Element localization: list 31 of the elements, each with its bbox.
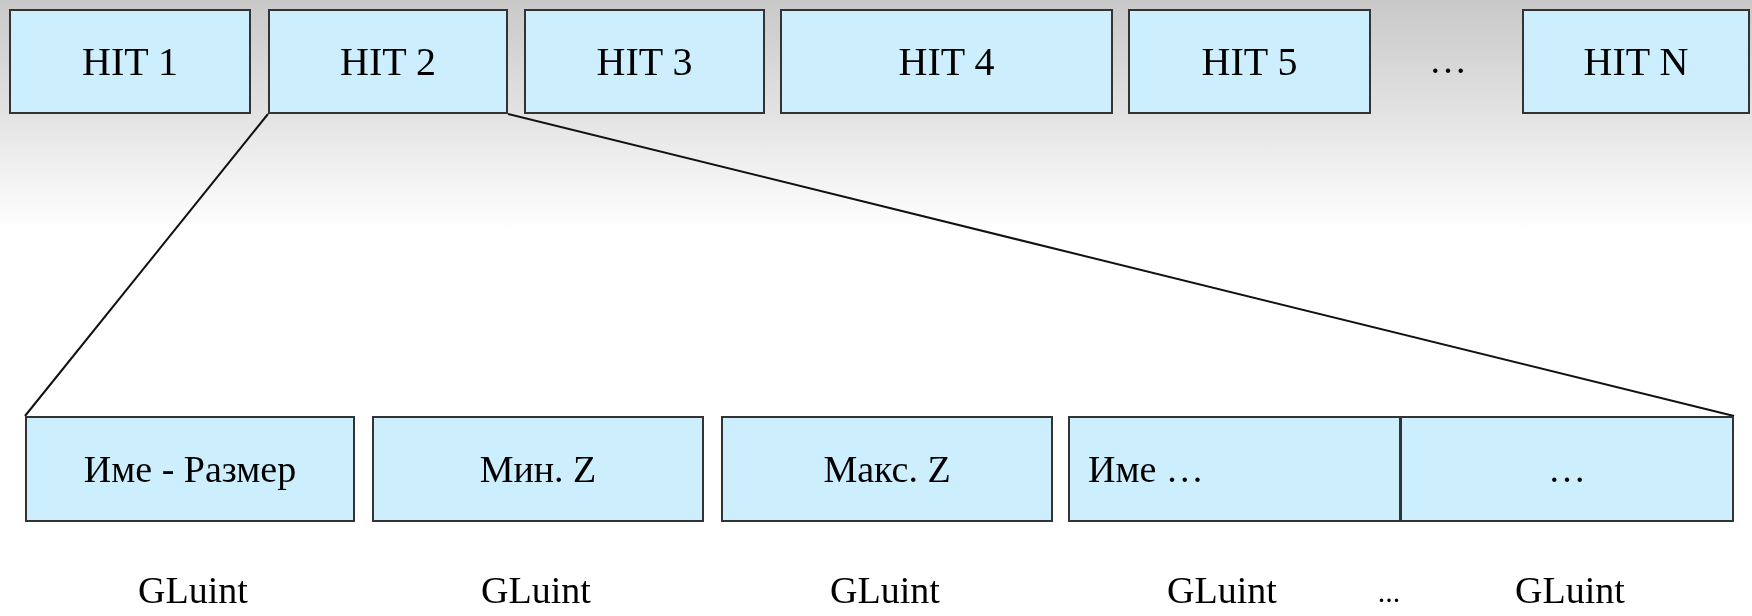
type-label: GLuint <box>138 568 248 612</box>
type-label: GLuint <box>1515 568 1625 612</box>
field-box <box>721 416 1053 522</box>
field-box <box>268 9 508 114</box>
field-box <box>1400 416 1734 522</box>
type-label: GLuint <box>1167 568 1277 612</box>
field-label: … <box>1548 447 1586 491</box>
field-label: HIT N <box>1583 38 1689 85</box>
field-box <box>780 9 1113 114</box>
field-label: HIT 2 <box>340 38 436 85</box>
field-label: Име … <box>1088 447 1204 491</box>
field-label: HIT 1 <box>82 38 178 85</box>
field-box <box>1128 9 1371 114</box>
zoom-line <box>507 113 1735 417</box>
field-box <box>9 9 251 114</box>
field-box <box>372 416 704 522</box>
field-box <box>25 416 355 522</box>
field-box <box>524 9 765 114</box>
field-label: HIT 5 <box>1201 38 1298 85</box>
ellipsis: ... <box>1377 575 1401 609</box>
field-label: HIT 3 <box>596 38 693 85</box>
field-label: HIT 4 <box>898 38 995 85</box>
field-box <box>1522 9 1750 114</box>
field-label: Макс. Z <box>823 447 951 491</box>
field-label: Мин. Z <box>479 447 597 491</box>
field-box <box>1068 416 1401 522</box>
type-label: GLuint <box>830 568 940 612</box>
field-label: Име - Размер <box>83 447 297 491</box>
zoom-line <box>24 113 269 417</box>
ellipsis: … <box>1429 38 1467 82</box>
type-label: GLuint <box>481 568 591 612</box>
